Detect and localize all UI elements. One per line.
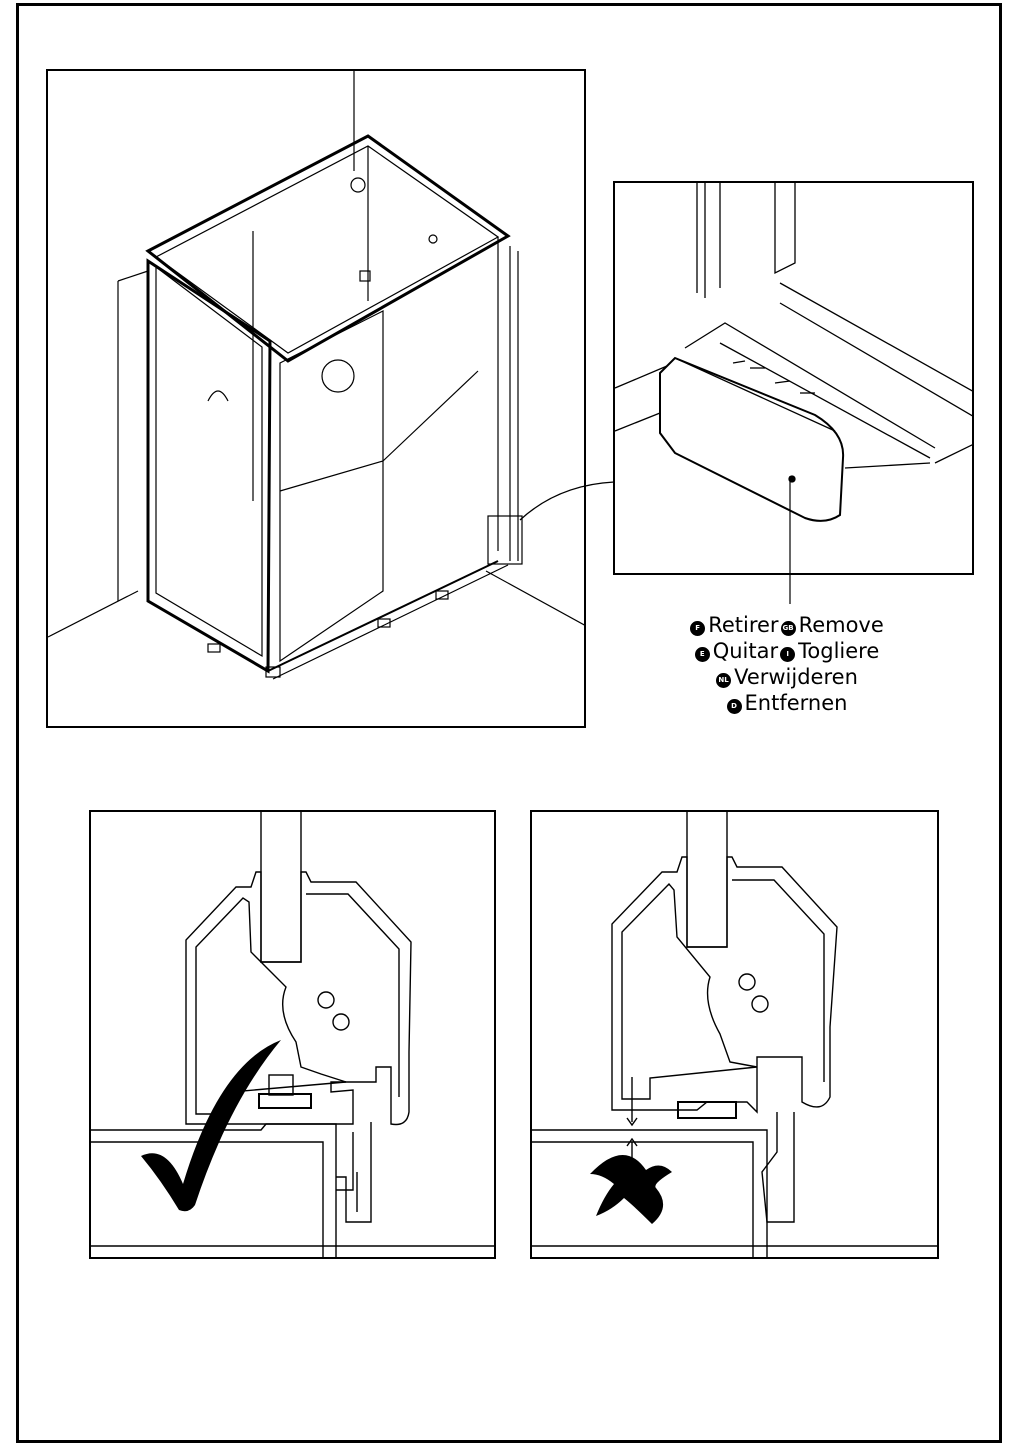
label-quitar: Quitar (712, 639, 779, 663)
label-retirer: Retirer (708, 613, 779, 637)
lang-badge-e: E (694, 647, 710, 662)
label-entfernen: Entfernen (744, 691, 848, 715)
lang-badge-gb: GB (780, 621, 796, 636)
checkmark-icon (141, 1040, 281, 1212)
correct-profile-section (89, 810, 496, 1259)
incorrect-profile-drawing (532, 812, 937, 1257)
lang-badge-i: I (780, 647, 796, 662)
label-leader-line (789, 476, 791, 604)
cross-icon (590, 1154, 672, 1224)
detail-connector (519, 481, 615, 521)
lang-badge-d: D (726, 699, 742, 714)
label-verwijderen: Verwijderen (734, 665, 858, 689)
tray-detail-drawing (615, 183, 972, 522)
correct-profile-drawing (91, 812, 494, 1257)
shower-cabin-drawing (48, 71, 584, 680)
label-remove: Remove (798, 613, 884, 637)
label-togliere: Togliere (798, 639, 880, 663)
lang-badge-f: F (690, 621, 706, 636)
incorrect-profile-section (530, 810, 939, 1259)
lang-badge-nl: NL (716, 673, 732, 688)
shower-cabin-overview (46, 69, 586, 728)
tray-detail-view (613, 181, 974, 575)
